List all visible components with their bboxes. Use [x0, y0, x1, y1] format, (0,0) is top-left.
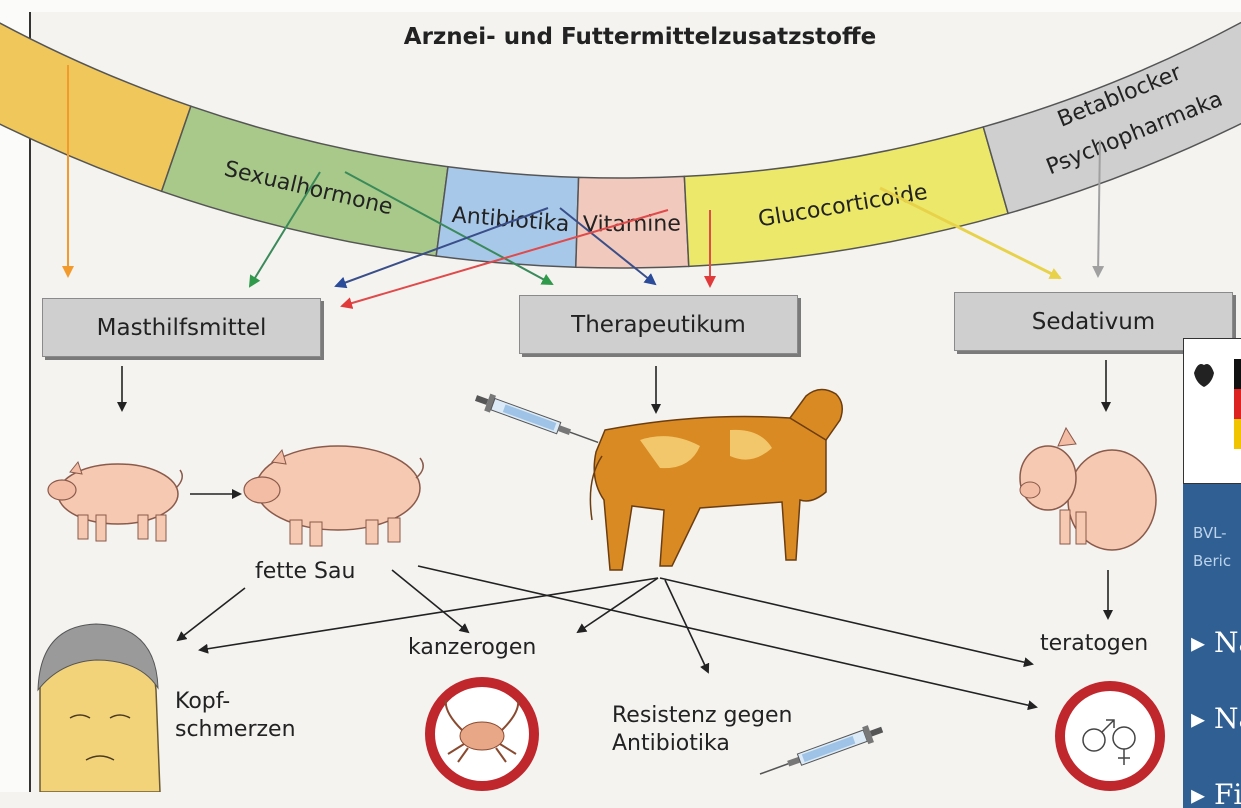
label-kopfschmerzen: Kopf- schmerzen: [175, 688, 296, 744]
label-kopfschmerzen-line-2: schmerzen: [175, 716, 296, 744]
arrow-cow-resistenz: [665, 580, 708, 672]
bvl-logo: [1183, 338, 1241, 484]
syringe-icon: [473, 390, 601, 451]
fat-pig-icon: [244, 446, 423, 546]
diagram-title: Arznei- und Futtermittelzusatzstoffe: [404, 24, 876, 50]
box-therapeutikum: Therapeutikum: [519, 295, 798, 354]
label-resistenz-line-1: Resistenz gegen: [612, 702, 792, 730]
label-fette-sau-text: fette Sau: [255, 558, 355, 586]
arrow-sau-kopf: [178, 588, 245, 640]
label-fette-sau: fette Sau: [255, 558, 355, 586]
arrow-cow-teratogen: [660, 578, 1032, 664]
headache-person-icon: [38, 624, 160, 792]
box-masthilfsmittel: Masthilfsmittel: [42, 298, 321, 357]
bvl-subtitle-1: BVL-: [1193, 524, 1227, 542]
sitting-pig-icon: [1020, 428, 1156, 550]
band-label-vitamine: Vitamine: [583, 212, 681, 238]
crab-icon: [430, 682, 534, 786]
label-kanzerogen-text: kanzerogen: [408, 634, 536, 662]
bvl-bullet-1[interactable]: ▸ Na: [1191, 626, 1241, 659]
bvl-overlay-panel: BVL- Beric ▸ Na ▸ Na ▸ Fi: [1183, 338, 1241, 808]
top-margin: [0, 0, 1241, 12]
gender-symbols-icon: [1060, 686, 1160, 786]
cow-icon: [590, 389, 842, 570]
bvl-subtitle-2: Beric: [1193, 552, 1231, 570]
bvl-bullet-3[interactable]: ▸ Fi: [1191, 778, 1241, 808]
label-teratogen-text: teratogen: [1040, 630, 1148, 658]
label-teratogen: teratogen: [1040, 630, 1148, 658]
label-kanzerogen: kanzerogen: [408, 634, 536, 662]
bvl-bullet-2[interactable]: ▸ Na: [1191, 702, 1241, 735]
label-kopfschmerzen-line-1: Kopf-: [175, 688, 296, 716]
bvl-info-box: BVL- Beric ▸ Na ▸ Na ▸ Fi: [1183, 484, 1241, 808]
pig-icon: [48, 462, 182, 541]
label-resistenz-line-2: Antibiotika: [612, 730, 792, 758]
arrow-sau-kanzerogen: [392, 570, 468, 632]
label-resistenz: Resistenz gegen Antibiotika: [612, 702, 792, 758]
eagle-icon: [1184, 339, 1241, 485]
